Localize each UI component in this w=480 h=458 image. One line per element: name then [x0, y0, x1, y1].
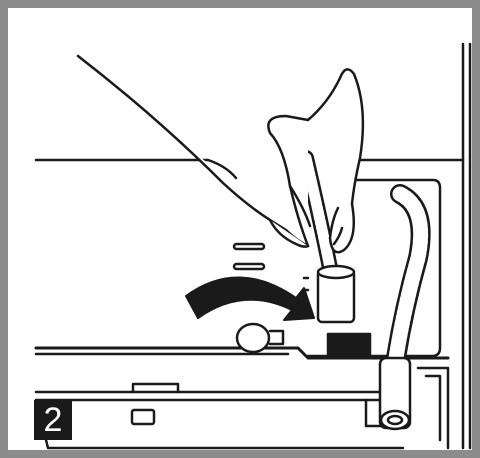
- rotation-arrow-icon: [186, 277, 314, 320]
- drain-hose-illustration: [8, 8, 480, 458]
- drain-cap: [237, 324, 370, 354]
- corrugated-drain-hose: [380, 194, 421, 429]
- panel-clip-icon: [132, 410, 154, 424]
- step-number-badge: 2: [34, 400, 72, 440]
